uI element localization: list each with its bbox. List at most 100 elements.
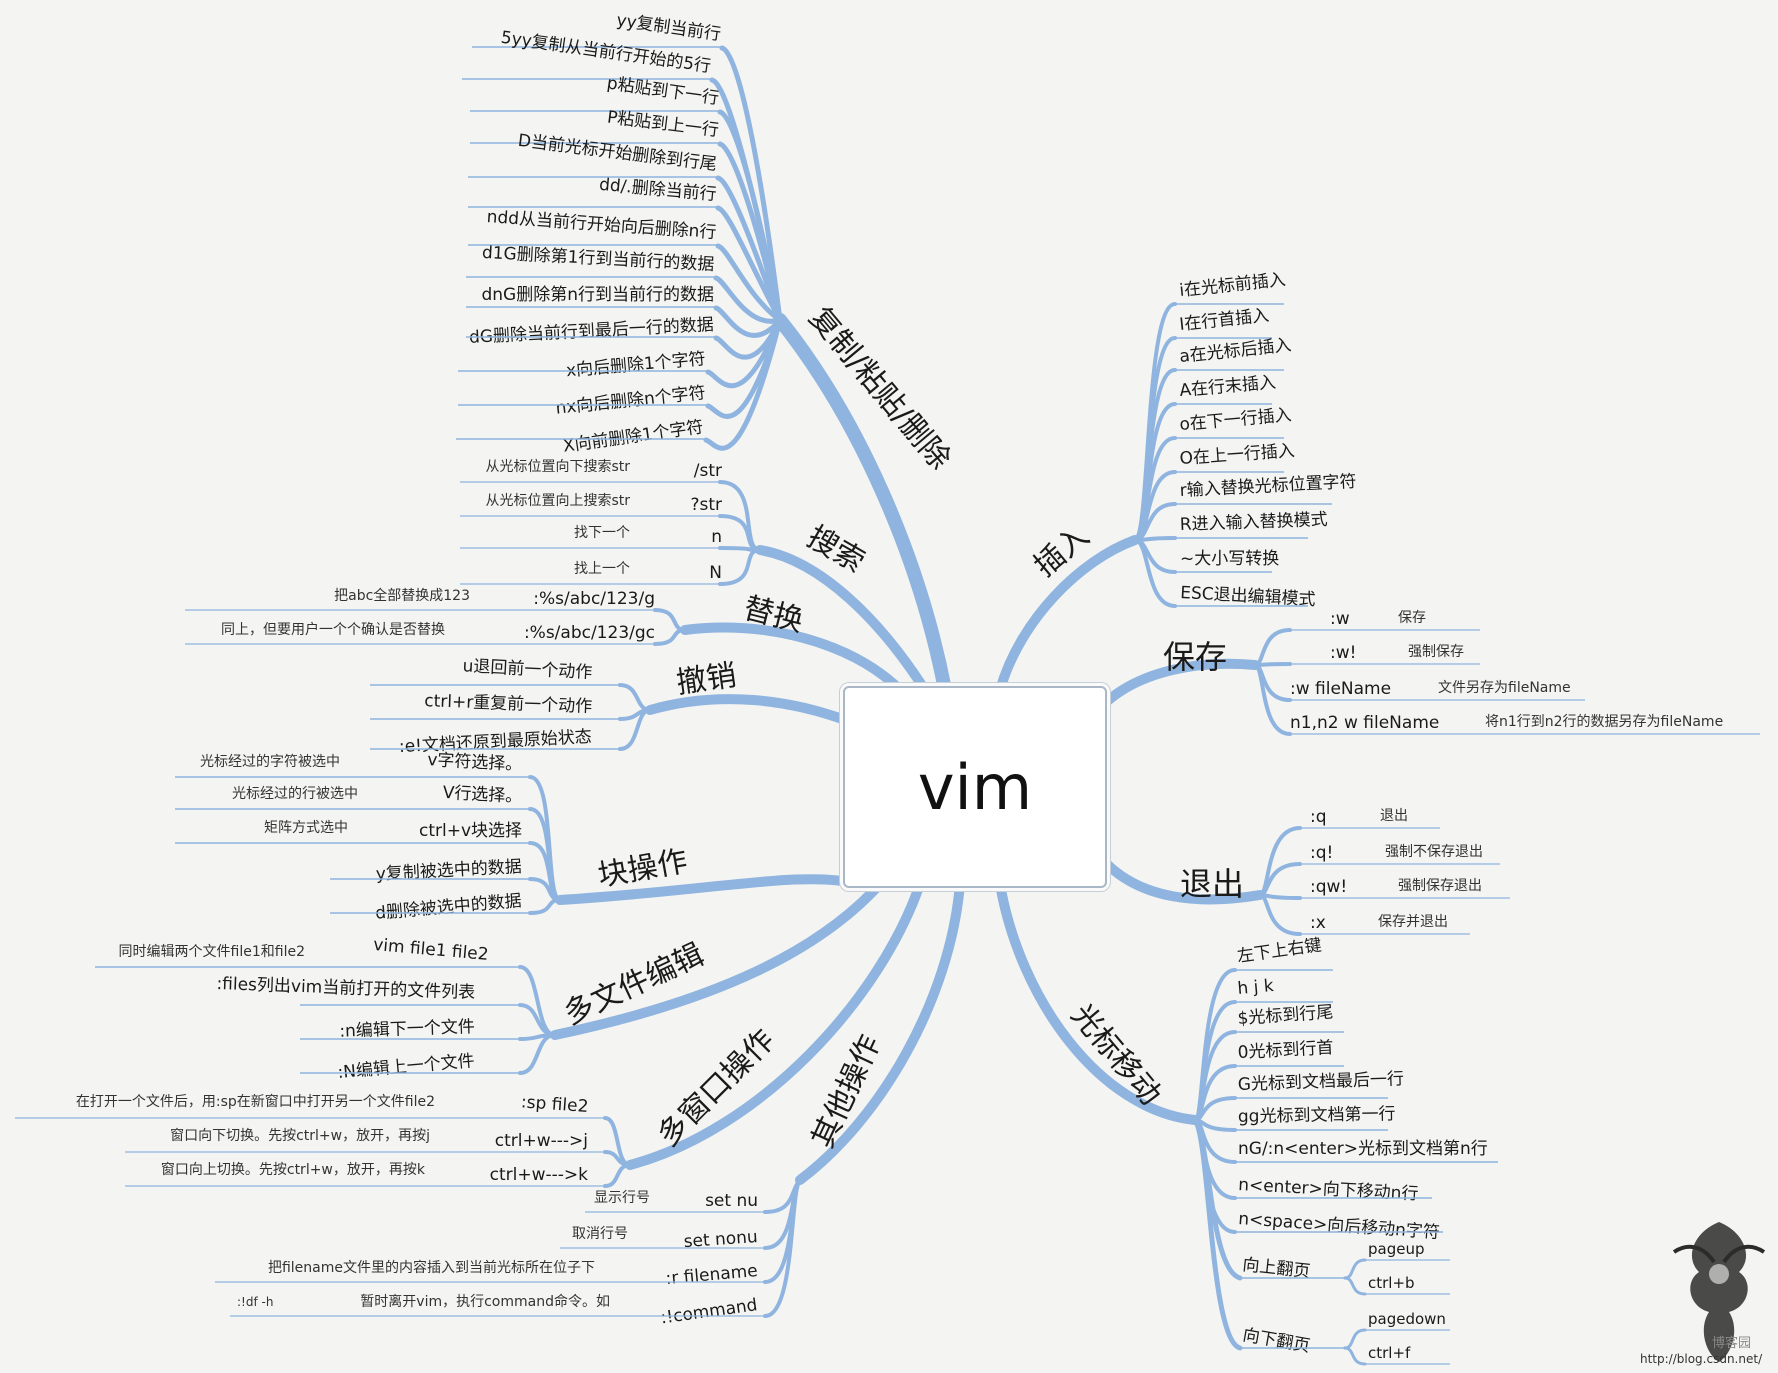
- cursor-subitem[interactable]: ctrl+b: [1368, 1274, 1415, 1292]
- branch-block-trunk: [555, 874, 865, 905]
- block-item[interactable]: v字符选择。: [427, 750, 523, 775]
- copy-item[interactable]: ndd从当前行开始向后删除n行: [486, 207, 717, 243]
- block-item-note: 光标经过的行被选中: [232, 786, 358, 802]
- search-item[interactable]: N: [709, 563, 722, 583]
- insert-item[interactable]: o在下一行插入: [1179, 405, 1293, 435]
- cursor-group-label[interactable]: 向下翻页: [1241, 1325, 1311, 1357]
- branch-search-trunk: [755, 545, 930, 695]
- copy-item[interactable]: X向前删除1个字符: [562, 417, 705, 456]
- cursor-item[interactable]: G光标到文档最后一行: [1237, 1069, 1404, 1095]
- branch-quit-trunk: [1098, 855, 1265, 905]
- quit-item[interactable]: :q: [1310, 807, 1327, 827]
- cursor-item[interactable]: nG/:n<enter>光标到文档第n行: [1238, 1139, 1488, 1159]
- undo-item-connector: [618, 708, 652, 751]
- multifile-item[interactable]: :n编辑下一个文件: [339, 1017, 475, 1042]
- insert-item[interactable]: R进入输入替换模式: [1179, 510, 1327, 535]
- cursor-item[interactable]: h j k: [1237, 976, 1275, 999]
- watermark-blog-text: 博客园: [1712, 1336, 1752, 1351]
- block-item[interactable]: V行选择。: [442, 783, 523, 807]
- center-node[interactable]: vim: [843, 686, 1107, 888]
- branch-title-undo[interactable]: 撤销: [674, 658, 738, 701]
- window-item[interactable]: ctrl+w--->k: [490, 1165, 589, 1185]
- insert-item[interactable]: r输入替换光标位置字符: [1179, 472, 1357, 501]
- replace-item[interactable]: :%s/abc/123/gc: [524, 623, 655, 643]
- window-item-note: 窗口向上切换。先按ctrl+w，放开，再按k: [161, 1161, 426, 1178]
- cursor-subitem[interactable]: pageup: [1368, 1240, 1425, 1258]
- cursor-item[interactable]: n<enter>向下移动n行: [1238, 1175, 1419, 1204]
- copy-item[interactable]: d1G删除第1行到当前行的数据: [481, 243, 714, 275]
- quit-item[interactable]: :qw!: [1310, 877, 1347, 897]
- save-item-note: 将n1行到n2行的数据另存为fileName: [1485, 714, 1723, 730]
- multifile-item[interactable]: :files列出vim当前打开的文件列表: [216, 974, 475, 1003]
- multifile-item[interactable]: vim file1 file2: [372, 935, 489, 965]
- copy-item[interactable]: x向后删除1个字符: [565, 349, 706, 381]
- window-item[interactable]: ctrl+w--->j: [495, 1131, 588, 1151]
- save-item[interactable]: :w!: [1330, 643, 1356, 663]
- cursor-subitem-connector: [1343, 1328, 1367, 1350]
- insert-item[interactable]: I在行首插入: [1178, 306, 1270, 335]
- block-item[interactable]: y复制被选中的数据: [375, 857, 522, 885]
- cursor-item[interactable]: 0光标到行首: [1237, 1038, 1334, 1063]
- undo-item[interactable]: ctrl+r重复前一个动作: [424, 691, 593, 717]
- window-item[interactable]: :sp file2: [520, 1092, 589, 1117]
- branch-title-insert[interactable]: 插入: [1028, 519, 1096, 584]
- window-item-note: 窗口向下切换。先按ctrl+w，放开，再按j: [170, 1127, 430, 1144]
- copy-item[interactable]: P粘贴到上一行: [606, 107, 720, 141]
- replace-item-note: 把abc全部替换成123: [334, 587, 470, 604]
- other-item-connector: [763, 1178, 802, 1318]
- cursor-item[interactable]: $光标到行尾: [1237, 1002, 1334, 1029]
- cursor-item[interactable]: n<space>向后移动n字符: [1238, 1209, 1441, 1243]
- block-item[interactable]: d删除被选中的数据: [374, 891, 522, 924]
- cursor-subitem[interactable]: pagedown: [1368, 1310, 1446, 1328]
- copy-item[interactable]: yy复制当前行: [615, 11, 722, 45]
- copy-item-connector: [713, 275, 783, 324]
- insert-item[interactable]: ~大小写转换: [1180, 549, 1279, 569]
- copy-item[interactable]: nx向后删除n个字符: [555, 383, 707, 419]
- cursor-item[interactable]: gg光标到文档第一行: [1238, 1104, 1396, 1127]
- block-item[interactable]: ctrl+v块选择: [419, 821, 522, 841]
- search-item[interactable]: ?str: [690, 495, 722, 515]
- branch-title-quit[interactable]: 退出: [1180, 865, 1244, 903]
- copy-item-connector: [715, 243, 783, 323]
- cursor-subitem[interactable]: ctrl+f: [1368, 1344, 1411, 1362]
- replace-item[interactable]: :%s/abc/123/g: [533, 589, 655, 609]
- save-item-connector: [1253, 628, 1292, 667]
- copy-item[interactable]: D当前光标开始删除到行尾: [517, 131, 718, 175]
- undo-item-connector: [618, 683, 652, 712]
- other-item[interactable]: :!command: [659, 1295, 758, 1328]
- save-item[interactable]: :w fileName: [1290, 679, 1391, 699]
- insert-item[interactable]: i在光标前插入: [1178, 270, 1286, 301]
- insert-item[interactable]: A在行末插入: [1179, 373, 1277, 401]
- branch-title-save[interactable]: 保存: [1163, 638, 1227, 676]
- multifile-item-connector: [518, 1033, 557, 1075]
- copy-item[interactable]: dG删除当前行到最后一行的数据: [469, 315, 715, 348]
- quit-item-note: 退出: [1380, 808, 1408, 824]
- branch-undo-trunk: [645, 694, 850, 725]
- copy-item-connector: [713, 305, 783, 338]
- cursor-subitem-connector: [1343, 1346, 1367, 1366]
- save-item-connector: [1253, 663, 1292, 736]
- insert-item[interactable]: a在光标后插入: [1178, 335, 1292, 367]
- search-item[interactable]: n: [711, 527, 722, 547]
- insert-item[interactable]: O在上一行插入: [1179, 441, 1296, 469]
- block-item-note: 光标经过的字符被选中: [200, 754, 340, 770]
- search-item-note: 从光标位置向上搜索str: [485, 492, 630, 509]
- other-item-note: 显示行号: [594, 1190, 650, 1206]
- quit-item[interactable]: :q!: [1310, 843, 1333, 863]
- cursor-subitem-connector: [1343, 1258, 1367, 1280]
- other-item[interactable]: set nu: [705, 1191, 758, 1211]
- quit-item[interactable]: :x: [1310, 913, 1326, 933]
- search-item[interactable]: /str: [694, 461, 722, 481]
- save-item[interactable]: n1,n2 w fileName: [1290, 713, 1439, 733]
- other-item-note: 取消行号: [572, 1226, 628, 1242]
- undo-item[interactable]: u退回前一个动作: [462, 656, 593, 683]
- multifile-item[interactable]: :N编辑上一个文件: [337, 1051, 476, 1083]
- branch-save-trunk: [1098, 658, 1260, 710]
- copy-item[interactable]: dnG删除第n行到当前行的数据: [481, 285, 714, 305]
- other-item[interactable]: :r filename: [665, 1261, 759, 1289]
- cursor-item[interactable]: 左下上右键: [1236, 935, 1323, 967]
- branch-title-window[interactable]: 多窗口操作: [651, 1023, 782, 1154]
- copy-item[interactable]: dd/.删除当前行: [598, 175, 717, 205]
- save-item[interactable]: :w: [1330, 609, 1350, 629]
- quit-item-note: 强制保存退出: [1398, 878, 1482, 894]
